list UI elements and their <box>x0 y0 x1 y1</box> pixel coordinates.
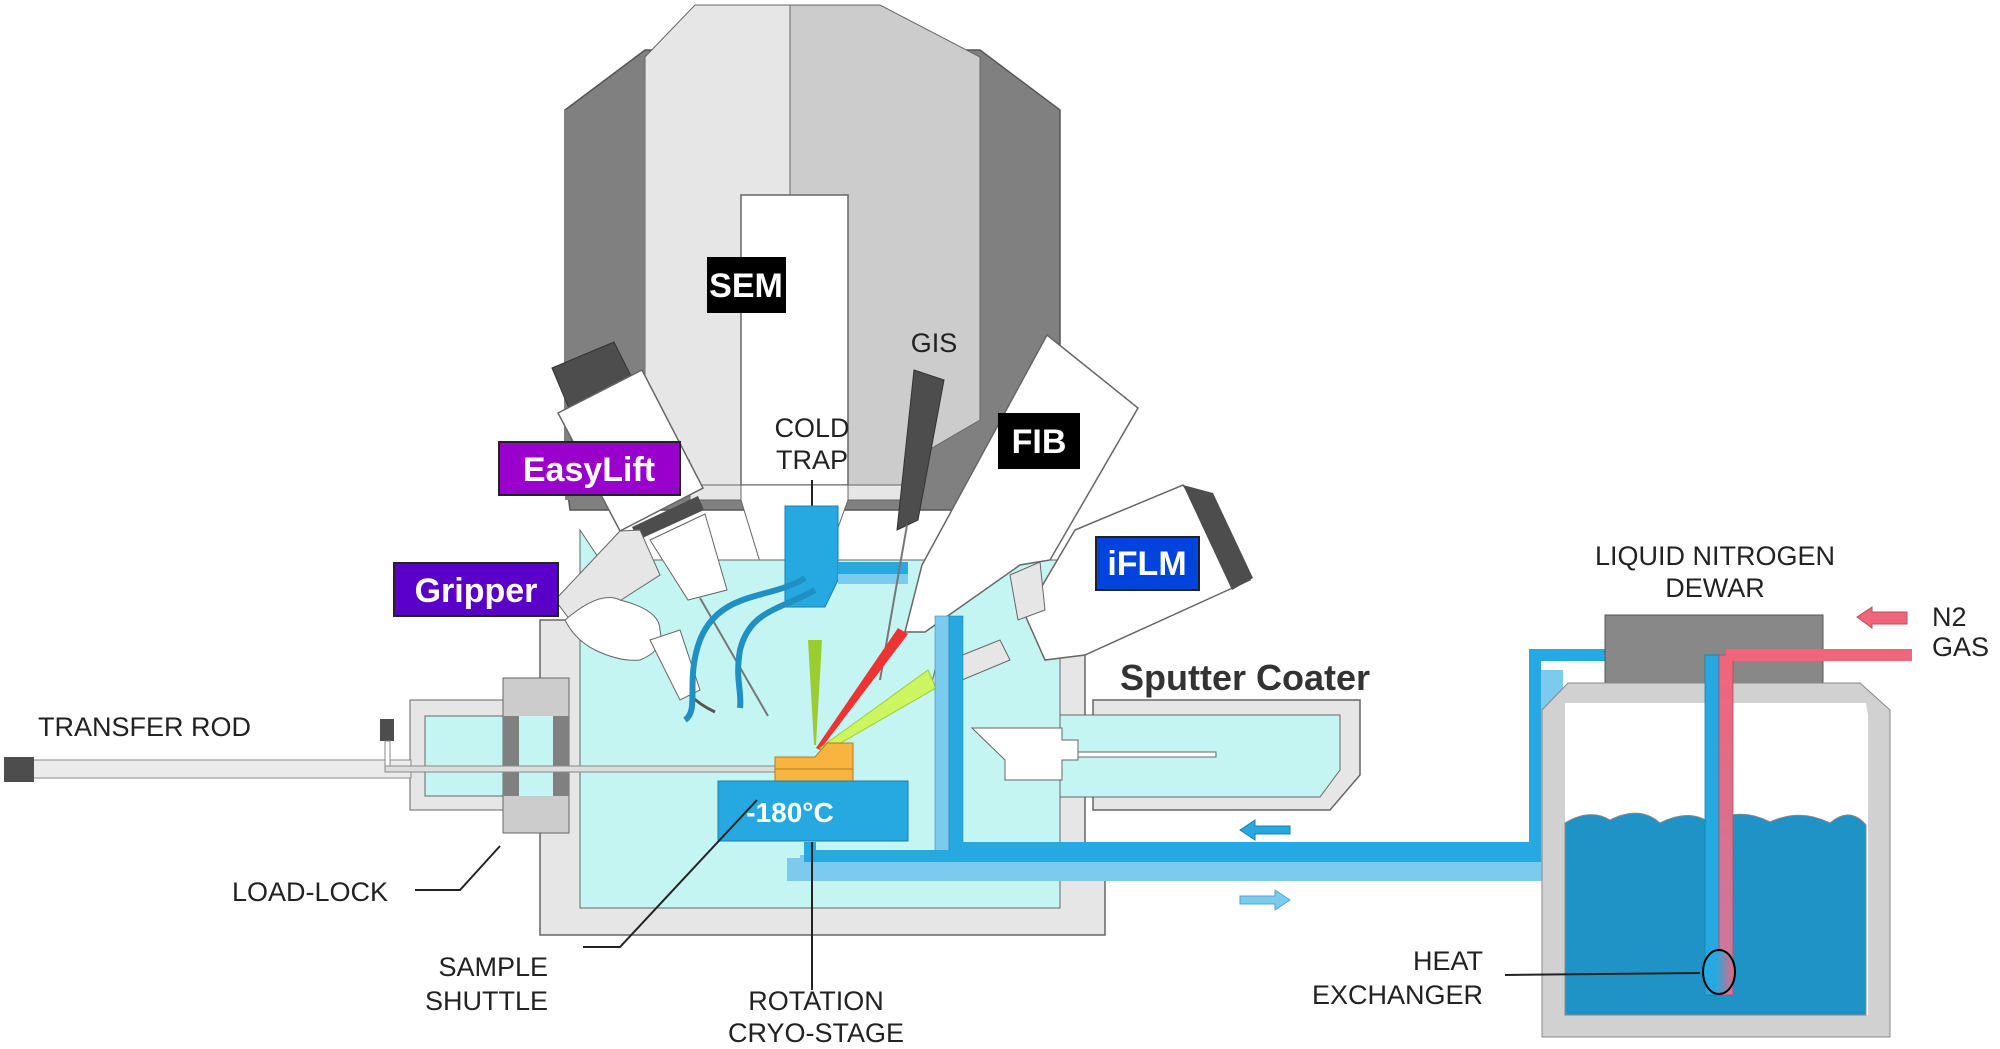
gis-label: GIS <box>911 328 958 358</box>
fib-column: FIB <box>904 333 1139 633</box>
n2-gas-arrow-icon <box>1856 606 1908 629</box>
iflm-label-box <box>1095 536 1200 591</box>
gripper-label-box <box>393 562 559 617</box>
arrow-left-icon <box>1239 819 1291 841</box>
dewar: LIQUID NITROGEN DEWAR N2 GAS HEAT EXCHAN… <box>1312 541 1989 1038</box>
load-lock-gate-1 <box>503 716 519 796</box>
load-lock-leader <box>415 845 501 891</box>
dewar-pipe-blue <box>1704 654 1720 996</box>
iflm: iFLM <box>929 484 1253 691</box>
cold-trap-label-1: COLD <box>774 413 849 443</box>
cold-trap-braid-2 <box>735 587 817 709</box>
transfer-rod-knob-stem <box>384 740 391 767</box>
heat-exchanger-label-1: HEAT <box>1413 946 1483 976</box>
iflm-label: iFLM <box>1107 545 1186 583</box>
sem-label-box <box>707 257 786 313</box>
dewar-label-1: LIQUID NITROGEN <box>1595 541 1835 571</box>
iflm-cap <box>1183 485 1253 590</box>
load-lock: TRANSFER ROD LOAD-LOCK <box>4 677 779 907</box>
cryo-stage-label-2: CRYO-STAGE <box>728 1018 904 1048</box>
load-lock-inner <box>424 715 506 797</box>
sputter-coater: Sputter Coater <box>970 657 1370 811</box>
fib-beam <box>816 628 908 750</box>
cold-trap-braid-1 <box>682 575 807 723</box>
easylift-label: EasyLift <box>523 451 655 489</box>
sample-shuttle-leader <box>583 799 758 948</box>
sem-label: SEM <box>709 267 783 305</box>
sputter-rod <box>1077 751 1217 758</box>
gis-body <box>896 369 945 531</box>
gis: GIS <box>879 328 958 681</box>
coolant-supply-dark <box>804 649 1680 862</box>
transfer-rod-handle[interactable] <box>4 757 34 782</box>
gripper-label: Gripper <box>415 572 538 610</box>
fib-column-body <box>904 333 1139 633</box>
cryo-stage-label-1: ROTATION <box>748 986 884 1016</box>
sem-beam <box>808 640 822 745</box>
load-lock-gap <box>519 716 553 796</box>
stage-temperature: -180°C <box>746 797 833 828</box>
heat-exchanger <box>1702 949 1736 995</box>
flow-arrows <box>1239 819 1291 911</box>
load-lock-gate-2 <box>553 716 569 796</box>
n2-gas-label-2: GAS <box>1932 632 1989 662</box>
fib-label: FIB <box>1012 423 1067 461</box>
arrow-right-icon <box>1239 889 1291 911</box>
cryo-stage-block[interactable] <box>717 780 909 842</box>
cold-trap-line-dark <box>838 562 908 574</box>
easylift-shaft <box>649 513 728 601</box>
sem-column-body <box>740 194 849 486</box>
transfer-rod[interactable] <box>32 759 412 779</box>
dewar-pipe-red <box>1718 654 1734 996</box>
fib-label-box <box>998 413 1080 469</box>
coolant-vertical-dark <box>948 615 964 857</box>
easylift-collar <box>632 496 704 540</box>
sputter-coater-label: Sputter Coater <box>1120 657 1370 698</box>
dewar-label-2: DEWAR <box>1665 573 1765 603</box>
sputter-target <box>970 727 1079 781</box>
sample-shuttle-label-1: SAMPLE <box>438 952 548 982</box>
gripper-arm <box>649 629 701 701</box>
load-lock-label: LOAD-LOCK <box>232 877 388 907</box>
transfer-rod-label: TRANSFER ROD <box>38 712 251 742</box>
transfer-rod-knob[interactable] <box>380 719 394 741</box>
cold-trap-line-light <box>838 574 908 584</box>
heat-exchanger-label-2: EXCHANGER <box>1312 980 1483 1010</box>
transfer-shaft <box>384 765 779 773</box>
easylift: EasyLift <box>498 341 769 717</box>
heat-exchanger-leader <box>1504 972 1701 976</box>
iflm-port <box>1009 561 1046 621</box>
coolant-vertical-light <box>934 615 950 857</box>
easylift-label-box <box>498 441 681 496</box>
sample-shuttle-label-2: SHUTTLE <box>425 986 548 1016</box>
gripper: Gripper <box>393 529 716 714</box>
coolant-lines <box>934 615 964 857</box>
n2-gas-label-1: N2 <box>1932 602 1967 632</box>
cold-trap: COLD TRAP <box>682 413 908 723</box>
cold-trap-label-2: TRAP <box>776 445 848 475</box>
